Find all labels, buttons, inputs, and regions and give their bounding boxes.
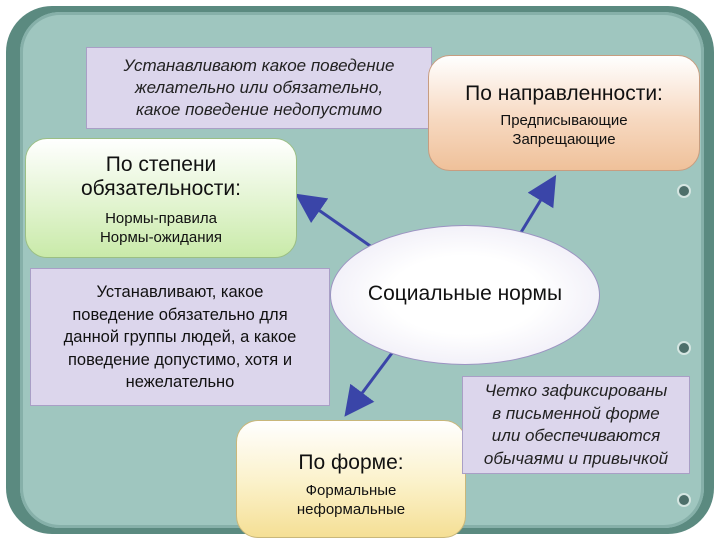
- arrow-to-form: [344, 352, 394, 417]
- center-title: Социальные нормы: [367, 282, 563, 305]
- center-ellipse: Социальные нормы: [330, 225, 600, 365]
- form-note-line: Четко зафиксированы: [484, 381, 668, 400]
- arrow-to-direction: [518, 174, 557, 235]
- obligation-title-line: По степени: [105, 153, 217, 176]
- decor-dot: [677, 493, 691, 507]
- obligation-note-line: Устанавливают, какое: [96, 283, 264, 301]
- obligation-note-line: данной группы людей, а какое: [63, 328, 297, 346]
- obligation-title-line: обязательности:: [81, 177, 241, 200]
- obligation-item: Нормы-правила: [105, 210, 217, 227]
- form-note-line: обычаями и привычкой: [483, 448, 669, 468]
- obligation-item: Нормы-ожидания: [99, 229, 223, 246]
- obligation-note-line: нежелательно: [125, 373, 235, 391]
- direction-note: Устанавливают какое поведение желательно…: [86, 47, 432, 129]
- obligation-box: По степени обязательности: Нормы-правила…: [25, 138, 297, 258]
- form-item: Формальные: [305, 482, 397, 499]
- obligation-note: Устанавливают, какое поведение обязатель…: [30, 268, 330, 406]
- direction-note-line: какое поведение недопустимо: [135, 100, 383, 119]
- form-note: Четко зафиксированы в письменной форме и…: [462, 376, 690, 474]
- form-note-line: в письменной форме: [492, 403, 660, 423]
- direction-note-line: Устанавливают какое поведение: [123, 56, 395, 75]
- direction-box: По направленности: Предписывающие Запрещ…: [428, 55, 700, 171]
- decor-dot: [677, 341, 691, 355]
- direction-note-line: желательно или обязательно,: [134, 78, 384, 97]
- direction-item: Запрещающие: [512, 131, 616, 148]
- direction-item: Предписывающие: [500, 112, 628, 129]
- obligation-note-line: поведение допустимо, хотя и: [67, 350, 293, 369]
- form-box: По форме: Формальные неформальные: [236, 420, 466, 538]
- form-note-line: или обеспечиваются: [491, 426, 661, 445]
- form-title: По форме:: [298, 451, 404, 474]
- arrow-to-obligation: [295, 193, 377, 252]
- direction-title: По направленности:: [465, 82, 663, 105]
- form-item: неформальные: [296, 501, 406, 518]
- decor-dot: [677, 184, 691, 198]
- obligation-note-line: поведение обязательно для: [72, 305, 288, 324]
